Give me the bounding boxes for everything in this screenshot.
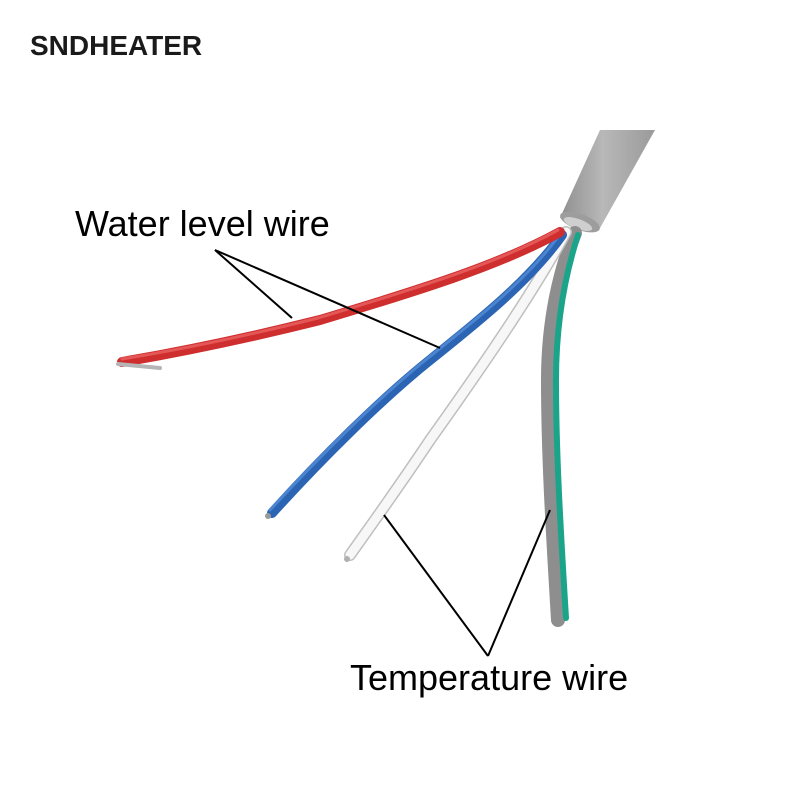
green-gray-wire — [540, 226, 582, 627]
water-level-label: Water level wire — [75, 203, 330, 244]
red-wire — [116, 227, 565, 370]
brand-logo: SNDHEATER — [30, 30, 203, 61]
water-level-pointer — [214, 249, 441, 349]
temperature-pointer — [383, 509, 551, 657]
cable-sheath — [560, 130, 655, 233]
blue-wire — [265, 230, 567, 519]
temperature-label: Temperature wire — [350, 657, 629, 698]
white-wire — [344, 226, 572, 562]
